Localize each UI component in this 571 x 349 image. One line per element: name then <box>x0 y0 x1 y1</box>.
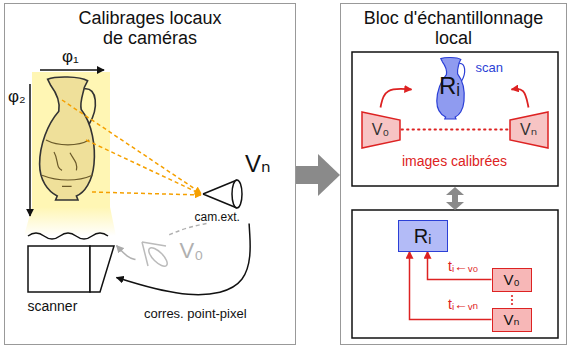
node-label: V₀ <box>136 236 228 266</box>
panel: Calibrages locaux de caméras scanner Vₙ cam… <box>4 3 296 345</box>
vase-drawing <box>40 77 96 200</box>
connector-label: images calibrées <box>400 153 509 169</box>
node-label: Bloc d'échantillonnage local <box>351 8 556 48</box>
node-sublabel: cam.ext. <box>195 210 273 224</box>
light-band <box>32 72 110 207</box>
reference-box: Rᵢ <box>398 220 448 252</box>
connector-arrow <box>512 89 529 108</box>
connector-label: tᵢ←ᵥₙ <box>446 296 480 312</box>
view-box: Vₙ <box>492 308 532 332</box>
transform-frame <box>352 210 558 338</box>
node-label: V₀ <box>360 108 402 152</box>
connector-label: tᵢ←ᵥ₀ <box>446 258 480 274</box>
phi2-arrow <box>29 84 31 216</box>
connector-arrow <box>117 224 251 295</box>
node-sublabel: scan <box>476 60 503 76</box>
connector-arrow <box>117 246 136 260</box>
connector-label: corres. point-pixel <box>142 306 249 322</box>
node-label: Vₙ <box>504 311 520 329</box>
double-arrow <box>446 187 464 210</box>
calibrated-camera: V₀ <box>360 108 402 152</box>
node-label: V₀ <box>503 271 519 289</box>
phi1-arrow <box>40 69 104 71</box>
light-fade <box>24 207 116 236</box>
connector-arrow <box>410 252 492 320</box>
ellipsis-dots <box>511 295 513 305</box>
scanner-device: scanner <box>22 226 117 320</box>
node-label: scanner <box>22 298 117 314</box>
node-label: Rᵢ <box>414 224 432 248</box>
scan-frame <box>352 52 558 186</box>
node-label: Calibrages locaux de caméras <box>73 8 228 48</box>
angle-symbol: φ₂ <box>8 88 26 106</box>
node-label: Vₙ <box>195 150 273 178</box>
calibrated-camera: Vₙ <box>508 108 550 152</box>
connector-arrow <box>296 166 318 184</box>
connector-arrow <box>168 224 207 236</box>
scanned-object: Rᵢscan <box>412 56 512 120</box>
connector-arrow <box>428 252 492 280</box>
view-box: V₀ <box>492 268 532 292</box>
connector-arrow <box>402 129 508 131</box>
view-rays <box>62 100 201 195</box>
node-label: Rᵢ <box>412 72 488 100</box>
node-label: Vₙ <box>508 108 550 152</box>
external-camera: Vₙ cam.ext. <box>195 150 273 224</box>
connector-arrow <box>381 89 412 108</box>
angle-symbol: φ₁ <box>62 48 79 66</box>
ghost-camera: V₀ <box>136 236 228 272</box>
panel: Bloc d'échantillonnage localRᵢscanV₀VₙRᵢ… <box>340 3 567 345</box>
